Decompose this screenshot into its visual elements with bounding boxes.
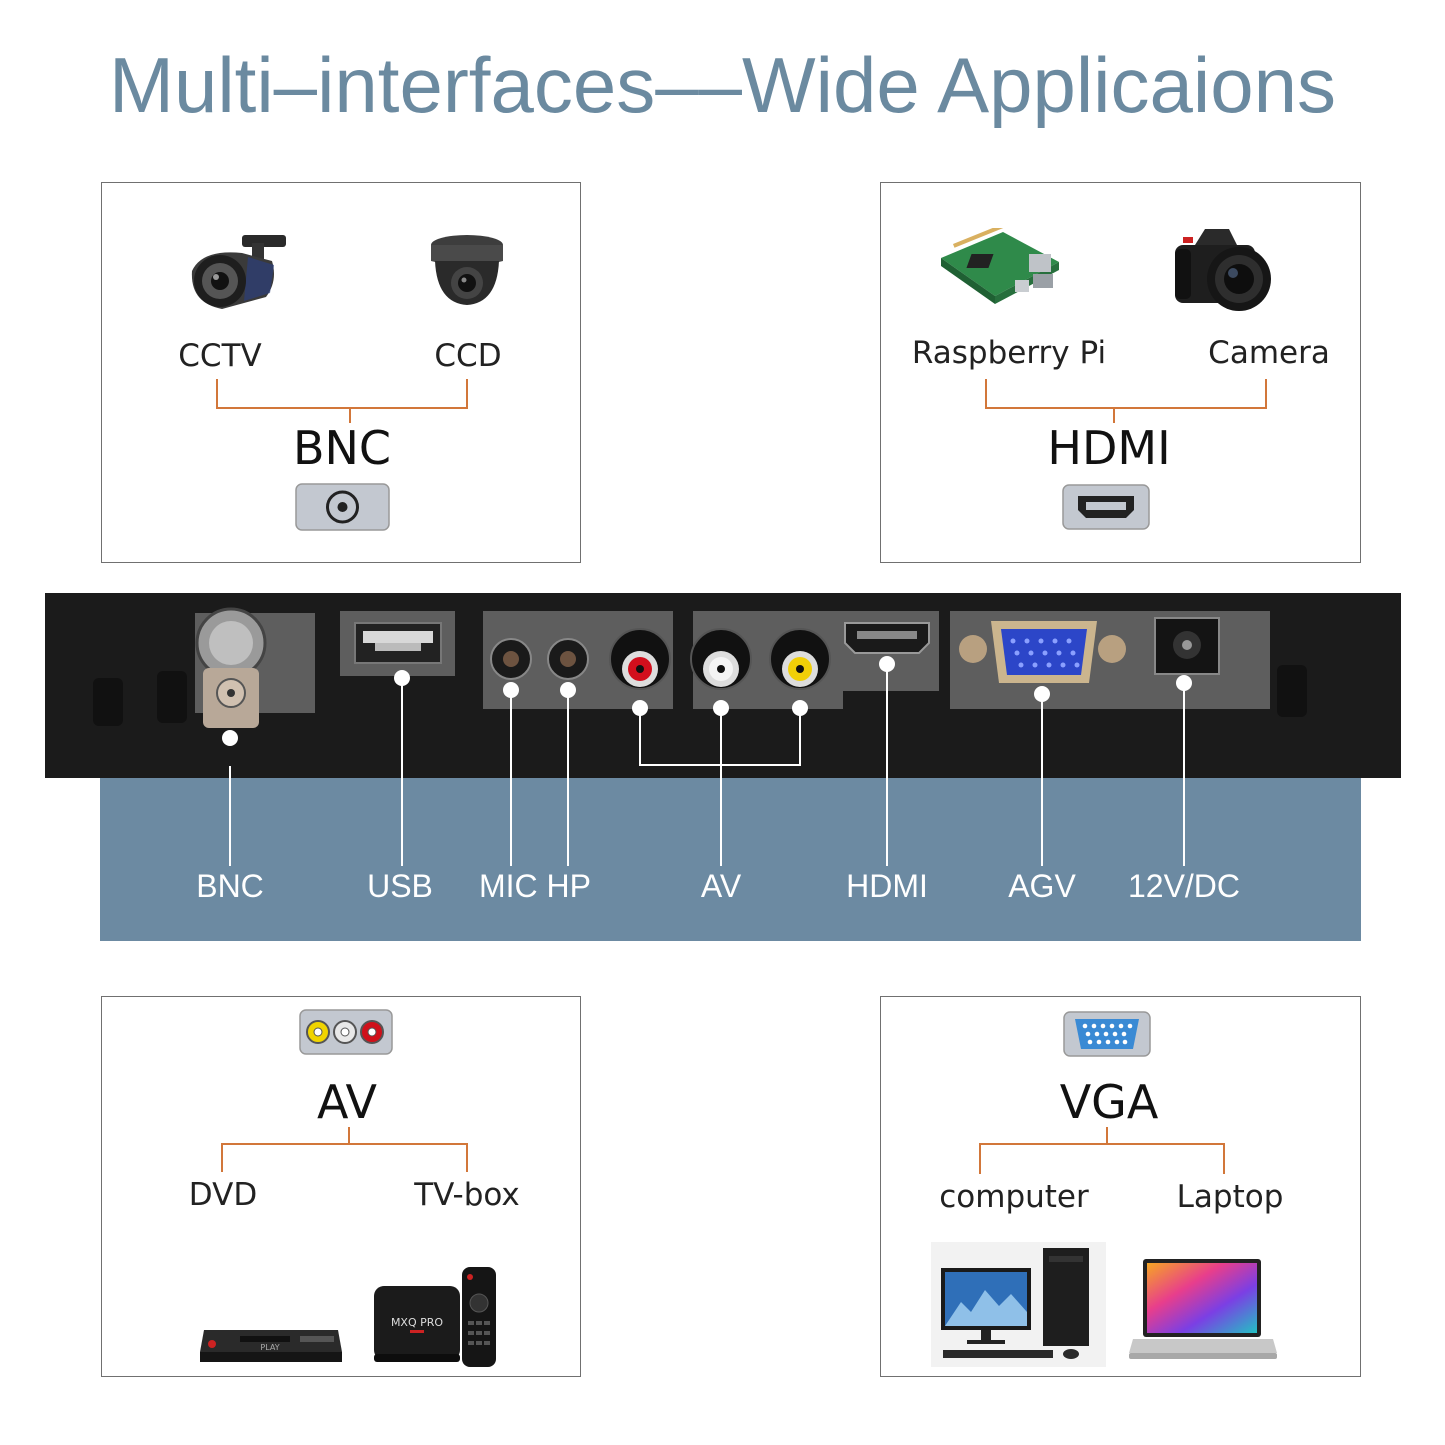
port-hardware (195, 607, 1220, 766)
bracket-connector (216, 379, 468, 423)
leader-line-av (720, 710, 722, 866)
hdmi-box: Raspberry Pi Camera HDMI (880, 182, 1361, 563)
port-label-mic-hp: MIC HP (479, 868, 591, 904)
desktop-computer-icon (931, 1242, 1106, 1367)
hdmi-socket-icon (844, 622, 930, 654)
port-dot (1176, 675, 1192, 691)
port-label-hdmi: HDMI (846, 868, 928, 904)
strip-foot (93, 678, 123, 726)
device-label-dvd: DVD (188, 1177, 258, 1213)
bnc-box: CCTV CCD BNC (101, 182, 581, 563)
port-dot (1034, 686, 1050, 702)
tv-box-icon: MXQ PRO (374, 1286, 460, 1362)
strip-foot (1277, 665, 1307, 717)
tv-box-brand-text: MXQ PRO (391, 1316, 443, 1329)
port-dot (394, 670, 410, 686)
usb-port-icon (354, 622, 442, 664)
leader-line-hp (567, 691, 569, 866)
vga-socket-icon (959, 621, 1126, 683)
port-dot (503, 682, 519, 698)
device-label-ccd: CCD (434, 338, 502, 374)
port-label-bnc: BNC (196, 868, 264, 904)
port-dot (560, 682, 576, 698)
port-label-12v-dc: 12V/DC (1127, 868, 1241, 904)
interface-label-av: AV (317, 1075, 377, 1129)
bnc-port-icon (295, 483, 390, 531)
page-title: Multi–interfaces––Wide Applicaions (109, 41, 1336, 129)
device-label-laptop: Laptop (1176, 1179, 1284, 1215)
port-dot (792, 700, 808, 716)
port-dot (222, 730, 238, 746)
port-label-agv: AGV (1008, 868, 1076, 904)
leader-line-dc (1183, 683, 1185, 866)
monitor-port-strip (45, 593, 1401, 778)
leader-line-usb (401, 680, 403, 866)
vga-box: VGA computer Laptop (880, 996, 1361, 1377)
bracket-connector (979, 1127, 1225, 1174)
device-label-cctv: CCTV (178, 338, 262, 374)
vga-port-icon (1063, 1011, 1151, 1057)
port-dot (879, 656, 895, 672)
bnc-connector-icon (195, 607, 267, 728)
device-label-raspberry-pi: Raspberry Pi (911, 335, 1107, 371)
interface-label-vga: VGA (1059, 1075, 1159, 1129)
port-label-av: AV (700, 868, 742, 904)
bracket-connector (985, 379, 1267, 423)
leader-line-bnc (229, 766, 231, 866)
dvd-display-text: PLAY (260, 1343, 279, 1352)
dome-camera-icon (431, 235, 503, 305)
bullet-camera-icon (191, 235, 286, 309)
dc-jack-icon (1154, 617, 1220, 675)
strip-foot (157, 671, 187, 723)
leader-line-agv (1041, 694, 1043, 866)
rca-port-icon (299, 1009, 393, 1055)
interface-label-bnc: BNC (292, 421, 392, 475)
device-label-computer: computer (939, 1179, 1089, 1215)
port-label-band (100, 778, 1361, 941)
remote-icon (462, 1267, 496, 1367)
bracket-connector (221, 1127, 468, 1172)
dslr-camera-icon (1175, 229, 1271, 311)
raspberry-pi-icon (941, 228, 1059, 304)
leader-line-hdmi (886, 664, 888, 866)
dvd-player-icon: PLAY (200, 1330, 342, 1362)
av-box: AV DVD TV-box PLAY MXQ PRO (101, 996, 581, 1377)
interface-label-hdmi: HDMI (1047, 421, 1171, 475)
port-dot (632, 700, 648, 716)
port-dot (713, 700, 729, 716)
port-label-usb: USB (367, 868, 433, 904)
device-label-camera: Camera (1208, 335, 1330, 371)
laptop-icon (1129, 1259, 1277, 1359)
leader-line-mic (510, 691, 512, 866)
hdmi-port-icon (1062, 484, 1150, 530)
device-label-tv-box: TV-box (414, 1177, 520, 1213)
